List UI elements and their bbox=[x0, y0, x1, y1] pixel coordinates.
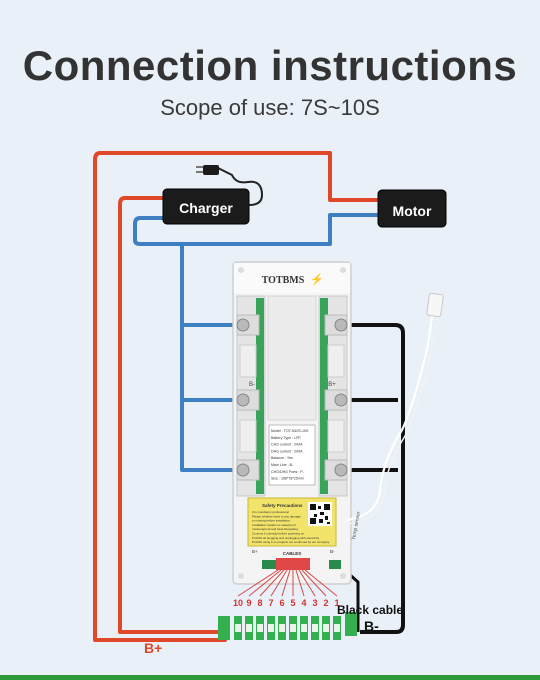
balance-wire bbox=[281, 569, 291, 597]
page-subtitle: Scope of use: 7S~10S bbox=[160, 95, 380, 120]
safety-title: Safety Precautions bbox=[262, 503, 303, 508]
connector-pin-cap bbox=[268, 624, 274, 632]
connector-right-end bbox=[345, 612, 357, 636]
connector-number: 3 bbox=[312, 598, 317, 608]
balance-wire bbox=[298, 569, 316, 597]
connector-pin-cap bbox=[290, 624, 296, 632]
blue-wire-group bbox=[133, 213, 380, 472]
safety-line: Connect it correctly before powering on. bbox=[252, 532, 305, 536]
spec-line: DHG current : 200A bbox=[271, 449, 303, 453]
connector-number: 7 bbox=[268, 598, 273, 608]
balance-wires bbox=[237, 569, 338, 597]
qr-code-icon bbox=[310, 504, 330, 524]
balance-wire bbox=[248, 569, 282, 597]
connector-number: 8 bbox=[257, 598, 262, 608]
motor-device: Motor bbox=[377, 189, 447, 228]
safety-line: moistureproof and heat dissipating bbox=[252, 527, 298, 531]
connector-number: 1 bbox=[334, 598, 339, 608]
blue-wire-main bbox=[180, 244, 240, 472]
safety-sticker: Safety Precautions It is mandatory profe… bbox=[247, 497, 337, 547]
connector-pin-cap bbox=[235, 624, 241, 632]
svg-text:B+: B+ bbox=[328, 382, 336, 388]
safety-line: It is mandatory professional bbox=[252, 510, 289, 514]
svg-text:⚡: ⚡ bbox=[310, 273, 324, 286]
safety-line: or missing before installation. bbox=[252, 519, 291, 523]
board-logo: TOTBMS bbox=[262, 275, 305, 286]
connector-number: 5 bbox=[290, 598, 295, 608]
svg-text:B-: B- bbox=[249, 382, 255, 388]
spec-label: Model : TOT-N10S-10S Battery Type : LFP CH… bbox=[268, 424, 316, 486]
charger-device: Charger bbox=[162, 165, 264, 225]
red-wire-charger bbox=[118, 196, 230, 634]
b-minus-label: B- bbox=[364, 618, 379, 634]
spec-line: Model : TOT-N10S-10S bbox=[271, 429, 309, 433]
spec-line: Main Line : B- bbox=[271, 463, 294, 467]
connector-number: 2 bbox=[323, 598, 328, 608]
charger-label: Charger bbox=[179, 200, 233, 216]
balance-wire bbox=[259, 569, 285, 597]
red-wire-outer bbox=[93, 151, 382, 642]
bottom-accent-bar bbox=[0, 675, 540, 680]
connector-pin-cap bbox=[312, 624, 318, 632]
right-terminal-column: B+ bbox=[318, 295, 348, 497]
connector-number: 4 bbox=[301, 598, 306, 608]
black-wire-main bbox=[340, 323, 405, 634]
motor-label: Motor bbox=[393, 203, 432, 219]
charger-cable bbox=[217, 167, 264, 206]
connector-pin-cap bbox=[334, 624, 340, 632]
red-wire-group bbox=[93, 151, 382, 642]
spec-line: Battery Type : LFP bbox=[271, 436, 301, 440]
safety-line: Installation location is waterproof bbox=[252, 523, 296, 527]
spec-line: Size : 168*78*25mm bbox=[271, 477, 304, 481]
balance-wire bbox=[304, 569, 338, 597]
safety-line: Prohibit using it on projects not confir… bbox=[252, 540, 330, 544]
connector-pin-cap bbox=[279, 624, 285, 632]
b-plus-label: B+ bbox=[144, 640, 162, 656]
balance-wire bbox=[301, 569, 327, 597]
balance-wire bbox=[237, 569, 279, 597]
connector-number: 6 bbox=[279, 598, 284, 608]
safety-line: Please whether there is any damage bbox=[252, 514, 301, 518]
spec-line: CHG/DHG Ports : P- bbox=[271, 470, 305, 474]
spec-line: Balance : Yes bbox=[271, 456, 293, 460]
connector-pin-cap bbox=[246, 624, 252, 632]
svg-text:B+: B+ bbox=[252, 549, 258, 554]
connector-number: 9 bbox=[246, 598, 251, 608]
svg-text:CABLES: CABLES bbox=[283, 551, 302, 556]
plug-icon bbox=[203, 165, 219, 175]
safety-line: Prohibit all plugging and unplugging wit… bbox=[252, 536, 320, 540]
svg-text:B-: B- bbox=[330, 549, 335, 554]
black-cable-label: Black cable bbox=[337, 603, 403, 617]
connector-pin-cap bbox=[323, 624, 329, 632]
blue-wire-charger-motor bbox=[133, 213, 380, 246]
connector-number: 10 bbox=[233, 598, 243, 608]
temp-sensor: Temp sensor bbox=[346, 292, 444, 541]
connector-left-end bbox=[218, 616, 230, 640]
balance-wire bbox=[270, 569, 288, 597]
connector-pin-cap bbox=[301, 624, 307, 632]
spec-line: CHG current : 200A bbox=[271, 443, 303, 447]
bms-board: TOTBMS ⚡ B- bbox=[232, 261, 352, 585]
connector-pin-cap bbox=[257, 624, 263, 632]
svg-text:Temp sensor: Temp sensor bbox=[351, 511, 362, 541]
left-terminal-column: B- bbox=[236, 295, 266, 497]
page-title: Connection instructions bbox=[22, 42, 518, 89]
balance-wire bbox=[295, 569, 305, 597]
